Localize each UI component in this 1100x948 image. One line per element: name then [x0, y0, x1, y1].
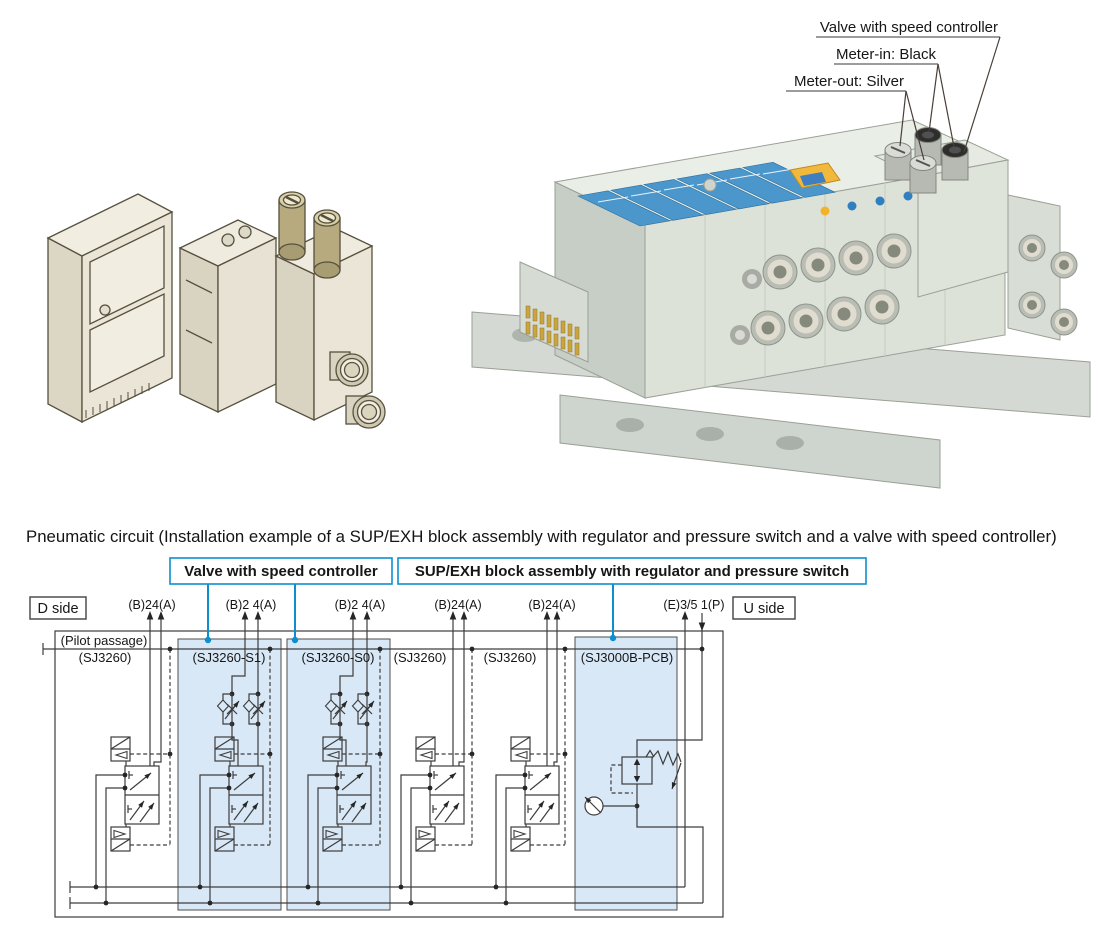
callout-sup-exh-block-label: SUP/EXH block assembly with regulator an… — [415, 563, 849, 580]
callout-leader-dot — [609, 634, 617, 642]
port-label: (B)24(A) — [128, 598, 175, 612]
fitting — [742, 269, 762, 289]
wiring-connector — [519, 261, 589, 363]
fitting — [730, 325, 750, 345]
port-label: (B)24(A) — [528, 598, 575, 612]
callout-valve-speed-controller-label: Valve with speed controller — [184, 563, 378, 580]
piping-fittings — [730, 233, 1078, 346]
valve-label-strips — [577, 161, 836, 227]
meter-out-knob — [884, 142, 912, 181]
photo-annotations: Valve with speed controller Meter-in: Bl… — [786, 19, 1001, 161]
meter-in-knob — [941, 142, 969, 181]
station-name: (SJ3260-S0) — [302, 650, 375, 665]
port-label: (B)2 4(A) — [335, 598, 386, 612]
manifold-photo: Valve with speed controller Meter-in: Bl… — [471, 19, 1091, 489]
left-end-plate — [46, 193, 174, 424]
station-name: (SJ3260-S1) — [193, 650, 266, 665]
d-side-box — [29, 596, 87, 620]
screw-head — [703, 178, 717, 192]
label-meter-in: Meter-in: Black — [836, 46, 937, 63]
valve-body-middle — [178, 219, 278, 414]
pilot-passage-label: (Pilot passage) — [61, 633, 148, 648]
callout-valve-speed-controller — [169, 557, 393, 585]
callout-sup-exh-block — [397, 557, 867, 585]
port-label: (B)24(A) — [434, 598, 481, 612]
u-side-label: U side — [743, 601, 784, 617]
highlighted-block — [574, 636, 678, 911]
circuit-border — [54, 630, 724, 918]
circuit-graphics: (B)24(A) (SJ3260) (B)2 4(A) (SJ3260-S1) (B)2… — [29, 557, 867, 918]
label-valve-with-speed-controller: Valve with speed controller — [820, 19, 998, 36]
d-side-label: D side — [37, 601, 78, 617]
sup-exh-block — [873, 139, 1061, 341]
u-side-box — [732, 596, 796, 620]
sup-exh-name: (SJ3000B-PCB) — [581, 650, 673, 665]
port-fitting — [345, 395, 386, 429]
din-clip — [789, 162, 841, 189]
manual-override-buttons — [820, 191, 913, 216]
meter-out-knob — [909, 155, 937, 194]
pneumatic-circuit-diagram: (B)24(A) (SJ3260) (B)2 4(A) (SJ3260-S1) (B)2… — [29, 557, 867, 918]
eps-port-label: (E)3/5 1(P) — [663, 598, 724, 612]
speed-controller-block — [274, 191, 386, 429]
speed-controller-knob — [278, 191, 306, 261]
speed-controller-knob — [313, 209, 341, 279]
valve-unit-line-drawing — [46, 191, 386, 429]
label-meter-out: Meter-out: Silver — [794, 73, 904, 90]
callout-leader-dot — [291, 636, 299, 644]
station-name: (SJ3260) — [484, 650, 537, 665]
port-label: (B)2 4(A) — [226, 598, 277, 612]
station-name: (SJ3260) — [79, 650, 132, 665]
station-name: (SJ3260) — [394, 650, 447, 665]
pneumatic-circuit-caption: Pneumatic circuit (Installation example … — [26, 527, 1057, 546]
port-fitting — [329, 351, 369, 387]
callout-leader-dot — [204, 636, 212, 644]
